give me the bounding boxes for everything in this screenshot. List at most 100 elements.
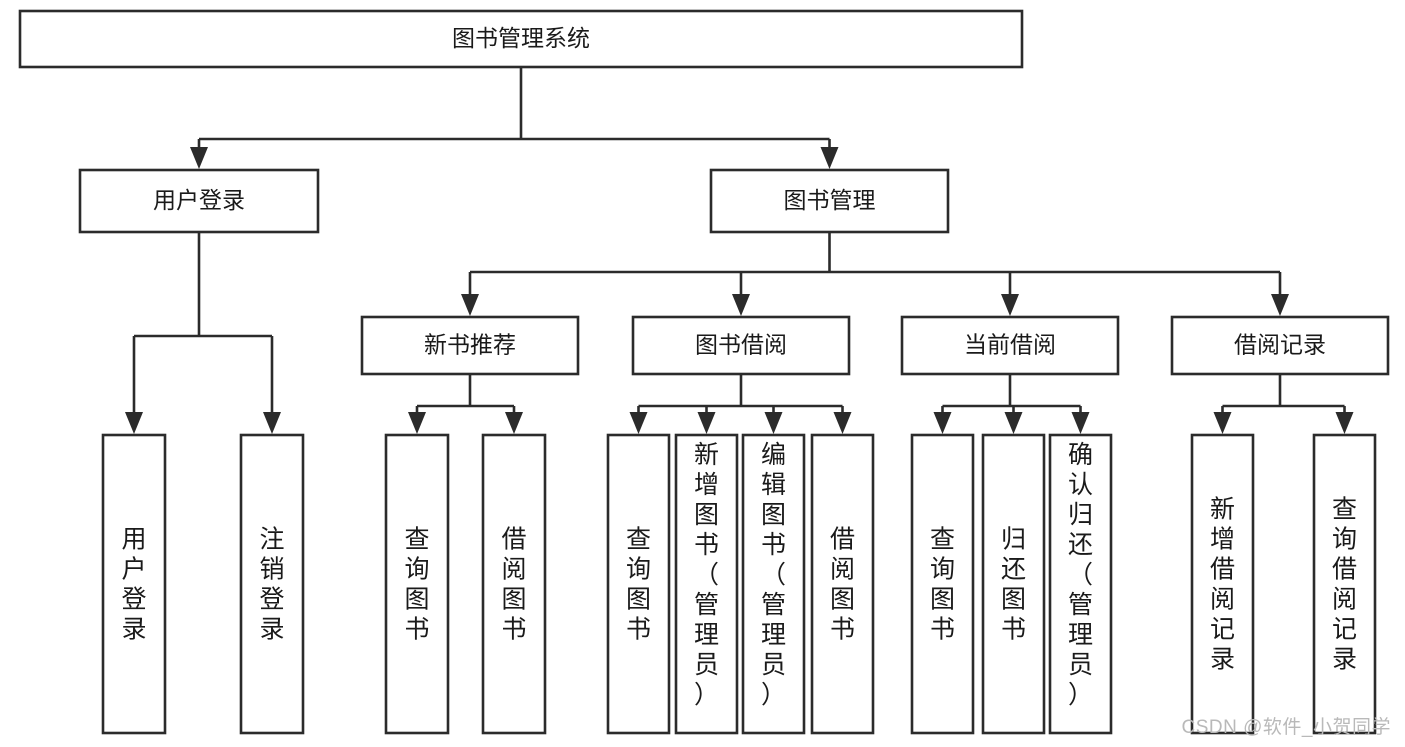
node-label-leaf-user-logout-char-0: 注 (259, 525, 284, 553)
node-box-leaf-user-logout (239, 433, 305, 735)
node-label-leaf-query-borrow-record-char-5: 录 (1332, 645, 1357, 673)
borrow-record-arrow-0 (1213, 412, 1232, 434)
node-label-leaf-query-book-current-char-3: 书 (930, 615, 955, 643)
csdn-watermark: CSDN @软件_小贺同学 (1181, 717, 1391, 738)
current-borrow-arrow-1 (1004, 412, 1023, 434)
node-label-leaf-query-borrow-record-char-3: 阅 (1332, 585, 1357, 613)
node-label-leaf-add-borrow-record-char-0: 新 (1210, 495, 1235, 523)
node-label-leaf-edit-book-admin-char-8: ） (761, 681, 786, 709)
node-label-leaf-user-logout-char-1: 销 (259, 555, 284, 583)
bookmgmt-arrow-2 (1001, 294, 1019, 316)
current-borrow-arrow-0 (933, 412, 952, 434)
node-user-login[interactable]: 用户登录 (78, 168, 320, 234)
node-box-root (18, 9, 1024, 69)
node-book-borrow[interactable]: 图书借阅 (631, 315, 851, 376)
node-box-leaf-return-book (981, 433, 1046, 735)
node-label-leaf-add-book-admin-char-8: ） (694, 681, 719, 709)
node-label-leaf-borrow-book-rec-char-1: 阅 (501, 555, 526, 583)
node-root[interactable]: 图书管理系统 (18, 9, 1024, 69)
book-borrow-arrow-0 (629, 412, 648, 434)
node-label-leaf-user-logout-char-2: 登 (259, 585, 284, 613)
root-arrow-1 (820, 147, 839, 169)
node-label-leaf-edit-book-admin-char-3: 书 (761, 531, 786, 559)
node-label-leaf-confirm-return-admin-char-6: 理 (1068, 621, 1093, 649)
connector-layer (125, 67, 1354, 434)
node-box-leaf-edit-book-admin (741, 433, 806, 735)
node-label-book-management: 图书管理 (784, 187, 876, 213)
node-label-leaf-user-login-char-1: 户 (121, 555, 146, 583)
node-box-user-login (78, 168, 320, 234)
node-label-current-borrow: 当前借阅 (964, 332, 1056, 358)
node-label-leaf-add-borrow-record-char-1: 增 (1210, 525, 1235, 553)
node-box-current-borrow (900, 315, 1120, 376)
node-label-leaf-borrow-book-rec-char-0: 借 (501, 525, 526, 553)
root-arrow-0 (190, 147, 208, 169)
node-new-book-recommend[interactable]: 新书推荐 (360, 315, 580, 376)
node-current-borrow[interactable]: 当前借阅 (900, 315, 1120, 376)
node-box-leaf-query-borrow-record (1312, 433, 1377, 735)
node-borrow-record[interactable]: 借阅记录 (1170, 315, 1390, 376)
node-label-leaf-edit-book-admin-char-5: 管 (761, 591, 786, 619)
node-label-leaf-query-book-current-char-1: 询 (930, 555, 955, 583)
userlogin-arrow-0 (125, 412, 143, 434)
node-label-leaf-query-borrow-record-char-4: 记 (1332, 615, 1357, 643)
node-box-leaf-query-book-borrow (606, 433, 671, 735)
node-label-leaf-add-book-admin-char-5: 管 (694, 591, 719, 619)
node-label-leaf-user-logout-char-3: 录 (259, 615, 284, 643)
node-label-leaf-add-borrow-record-char-3: 阅 (1210, 585, 1235, 613)
node-box-leaf-query-book-current (910, 433, 975, 735)
node-box-leaf-query-book-rec (384, 433, 450, 735)
new-book-recommend-arrow-1 (505, 412, 523, 434)
node-box-leaf-confirm-return-admin (1048, 433, 1113, 735)
node-label-leaf-confirm-return-admin-char-0: 确 (1068, 441, 1093, 469)
node-label-leaf-return-book-char-3: 书 (1001, 615, 1026, 643)
node-label-user-login: 用户登录 (153, 187, 245, 213)
node-box-leaf-user-login (101, 433, 167, 735)
node-label-borrow-record: 借阅记录 (1234, 332, 1326, 358)
node-label-leaf-confirm-return-admin-char-7: 员 (1068, 651, 1093, 679)
node-label-leaf-add-book-admin-char-4: （ (694, 561, 719, 589)
node-label-leaf-borrow-book-rec-char-2: 图 (501, 585, 526, 613)
node-label-leaf-add-book-admin-char-7: 员 (694, 651, 719, 679)
bookmgmt-arrow-1 (732, 294, 750, 316)
node-label-leaf-user-login-char-3: 录 (121, 615, 146, 643)
node-label-leaf-query-book-current-char-0: 查 (930, 525, 955, 553)
node-label-new-book-recommend: 新书推荐 (424, 332, 516, 358)
node-label-leaf-add-book-admin-char-0: 新 (694, 441, 719, 469)
node-label-leaf-return-book-char-1: 还 (1001, 555, 1026, 583)
node-book-management[interactable]: 图书管理 (709, 168, 950, 234)
bookmgmt-arrow-0 (461, 294, 479, 316)
node-label-leaf-edit-book-admin-char-2: 图 (761, 501, 786, 529)
node-label-leaf-query-book-current-char-2: 图 (930, 585, 955, 613)
node-box-leaf-add-book-admin (674, 433, 739, 735)
node-box-new-book-recommend (360, 315, 580, 376)
node-label-leaf-query-book-borrow-char-0: 查 (626, 525, 651, 553)
node-label-leaf-edit-book-admin-char-4: （ (761, 561, 786, 589)
node-label-leaf-confirm-return-admin-char-3: 还 (1068, 531, 1093, 559)
node-label-leaf-query-book-rec-char-3: 书 (404, 615, 429, 643)
node-label-leaf-borrow-book-rec-char-3: 书 (501, 615, 526, 643)
node-label-leaf-edit-book-admin-char-0: 编 (761, 441, 786, 469)
node-label-leaf-query-book-rec-char-1: 询 (404, 555, 429, 583)
node-label-leaf-add-book-admin-char-2: 图 (694, 501, 719, 529)
node-label-leaf-borrow-book-borrow-char-0: 借 (830, 525, 855, 553)
node-box-book-borrow (631, 315, 851, 376)
node-label-leaf-add-borrow-record-char-4: 记 (1210, 615, 1235, 643)
node-box-borrow-record (1170, 315, 1390, 376)
node-label-leaf-query-book-rec-char-0: 查 (404, 525, 429, 553)
node-label-leaf-confirm-return-admin-char-2: 归 (1068, 501, 1093, 529)
node-leaf-user-login[interactable]: 用户登录 (101, 433, 167, 735)
